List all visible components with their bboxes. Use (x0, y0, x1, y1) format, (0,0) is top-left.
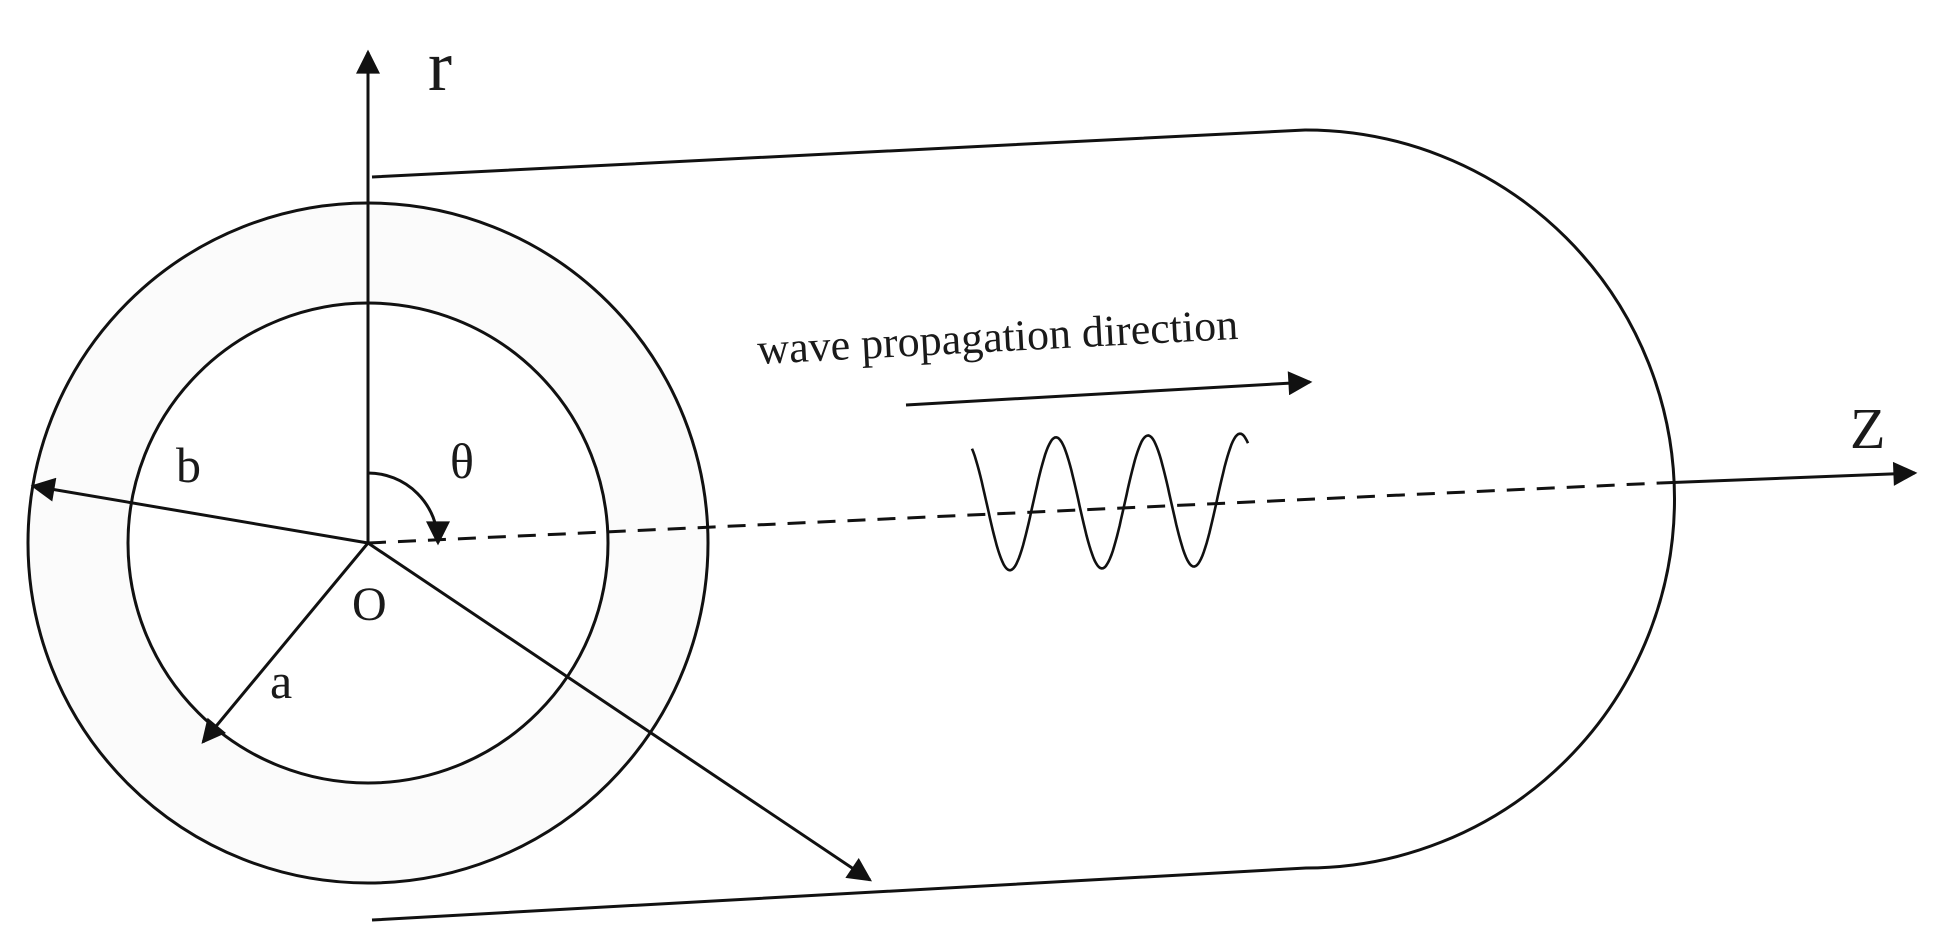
z-axis-solid (1659, 461, 1918, 486)
wave-curve (970, 432, 1250, 572)
angle-label: θ (450, 433, 474, 489)
propagation-label: wave propagation direction (756, 300, 1239, 374)
theta-arc (367, 471, 450, 546)
z-axis-dashed (367, 481, 1661, 545)
inner-radius-label: a (270, 653, 292, 709)
origin-label: O (352, 578, 387, 631)
radial-direction-arrow (367, 541, 872, 882)
radius-b-arrow (30, 477, 369, 545)
radius-a-arrow (201, 542, 370, 744)
cylinder-body-outline (371, 128, 1676, 922)
r-axis-label: r (428, 26, 452, 106)
z-axis-label: Z (1850, 396, 1885, 461)
propagation-arrow (905, 371, 1313, 407)
outer-radius-label: b (176, 437, 201, 493)
